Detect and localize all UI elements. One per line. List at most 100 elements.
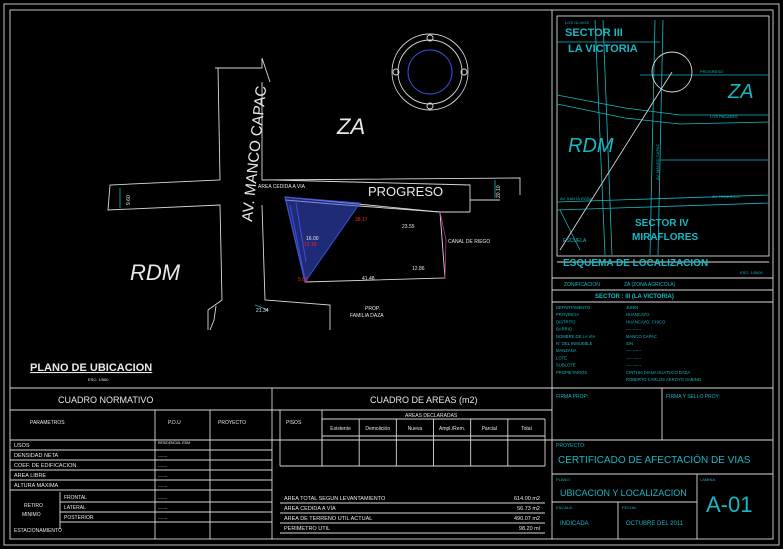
area-col-header: Total: [521, 426, 532, 432]
proyecto-value: CERTIFICADO DE AFECTACIÓN DE VIAS: [558, 453, 751, 466]
info-label: NOMBRE DE LA VIA: [556, 334, 596, 339]
dim-left: 15.16: [304, 242, 317, 248]
owner-label-2: FAMILIA DAZA: [350, 313, 384, 319]
estacionamiento: ESTACIONAMIENTO: [14, 528, 62, 534]
info-label: BARRIO: [556, 327, 573, 332]
firma-prop-label: FIRMA PROP:: [556, 394, 588, 400]
lamina-value: A-01: [706, 492, 752, 517]
street-progreso: PROGRESO: [368, 184, 443, 199]
outer-frame: [3, 3, 780, 546]
keymap-street-1: LOS OLIVOS: [565, 20, 589, 25]
dim-street-w5: 12.86: [412, 266, 425, 272]
area-total-value: 56.73 m2: [517, 506, 540, 512]
areas-title: CUADRO DE AREAS (m2): [370, 395, 478, 405]
info-value: CINTHIA DIANA HUATUCO DAZA: [626, 370, 690, 375]
keymap-sector-iii: SECTOR III: [565, 27, 623, 39]
usos-value: RESIDENCIAL RDM: [158, 441, 190, 445]
info-value: JUNIN: [626, 305, 638, 310]
normativo-blank: -------: [158, 473, 168, 478]
normativo-h-proyecto: PROYECTO: [218, 420, 246, 426]
areas-declaradas: AREAS DECLARADAS: [405, 413, 458, 419]
keymap-miraflores: MIRAFLORES: [632, 232, 698, 243]
escala-value: INDICADA: [560, 521, 589, 527]
normativo-blank: -------: [158, 495, 168, 500]
afectacion-label: AREA CEDIDA A VIA: [258, 184, 306, 190]
retiro-row-label: LATERAL: [64, 505, 86, 511]
dim-street-w3: 21.34: [256, 308, 269, 314]
info-value: ---- ------: [626, 363, 642, 368]
info-label: MANZANA: [556, 348, 577, 353]
zone-rdm-label: RDM: [130, 260, 181, 285]
dim-street-w1: 9.60: [126, 195, 132, 205]
area-total-label: AREA TOTAL SEGUN LEVANTAMIENTO: [284, 496, 386, 502]
keymap-street-3: AV. MANCO CAPAC: [655, 144, 660, 180]
keymap-street-2: PROGRESO: [700, 69, 723, 74]
normativo-row-label: ALTURA MAXIMA: [14, 483, 59, 489]
area-col-header: Existente: [330, 426, 351, 432]
keymap-rdm: RDM: [568, 135, 614, 157]
info-value: HUANCAYO: [626, 312, 650, 317]
normativo-h-pdu: P.D.U: [168, 420, 181, 426]
keymap-street-4: LOS PACAEES: [710, 114, 738, 119]
retiro-row-label: FRONTAL: [64, 495, 87, 501]
dim-street-w4: 16.00: [306, 236, 319, 242]
zone-za-label: ZA: [336, 114, 365, 139]
normativo-row-label: USOS: [14, 443, 30, 449]
info-value: ---- ------: [626, 327, 642, 332]
area-col-header: Parcial: [482, 426, 497, 432]
normativo-blank: -------: [158, 453, 168, 458]
keymap-sector-iv: SECTOR IV: [635, 218, 689, 229]
normativo-row-label: DENSIDAD NETA: [14, 453, 59, 459]
info-value: MANCO CAPAC: [626, 334, 657, 339]
key-map: [556, 15, 770, 263]
info-value: ---- ------: [626, 348, 642, 353]
normativo-title: CUADRO NORMATIVO: [58, 395, 153, 405]
info-value: HUANCAYO, CHICO: [626, 319, 666, 324]
plan-scale: ESC: 1/500: [88, 377, 109, 382]
normativo-blank: -------: [158, 515, 168, 520]
keymap-street-6: AV. FEDERICO: [712, 194, 740, 199]
plano-value: UBICACION Y LOCALIZACION: [560, 488, 687, 498]
ceded-area-hatch: [284, 196, 361, 284]
dim-top: 38.17: [355, 217, 368, 223]
dim-small: 5.08: [298, 277, 308, 283]
proyecto-label: PROYECTO:: [556, 443, 585, 449]
info-label: PROVINCIA: [556, 312, 579, 317]
keymap-title: ESQUEMA DE LOCALIZACION: [563, 258, 708, 269]
keymap-victoria: LA VICTORIA: [568, 43, 638, 55]
area-totals: AREA TOTAL SEGUN LEVANTAMIENTO 614.00 m2 A…: [280, 496, 545, 534]
area-total-label: AREA CEDIDA A VÍA: [284, 505, 336, 512]
area-total-value: 614.00 m2: [514, 496, 540, 502]
info-value: ROBERTO CARLOS ARROYO SABINO: [626, 377, 702, 382]
normativo-blank: -------: [158, 483, 168, 488]
street-manco-capac: AV. MANCO CAPAC: [239, 85, 270, 223]
keymap-scale: ESC: 1/5000: [740, 270, 763, 275]
keymap-street-5: AV. SANTA ROSA: [560, 196, 592, 201]
fecha-value: OCTUBRE DEL 2011: [626, 521, 684, 527]
normativo-h-param: PARAMETROS: [30, 420, 65, 426]
info-label: SUBLOTE: [556, 363, 576, 368]
areas-pisos: PISOS: [286, 420, 302, 426]
canal-label: CANAL DE RIEGO: [448, 239, 490, 245]
info-value: ---- ------: [626, 355, 642, 360]
area-col-header: Demolición: [365, 426, 390, 432]
area-total-value: 98.20 ml: [519, 526, 540, 532]
dim-street-w2: 20.10: [496, 185, 502, 198]
plano-label: PLANO:: [556, 477, 571, 482]
plan-title: PLANO DE UBICACION: [30, 362, 152, 374]
retiro-label-1: RETIRO: [24, 503, 43, 509]
area-total-value: 490.07 m2: [514, 516, 540, 522]
lamina-label: LAMINA:: [700, 477, 716, 482]
info-label: N° DEL INMUEBLE: [556, 341, 593, 346]
location-plan: [107, 33, 521, 331]
area-total-label: PERIMETRO UTIL: [284, 526, 330, 532]
keymap-street-7: ESCUELA: [563, 238, 587, 244]
keymap-za: ZA: [727, 81, 754, 103]
area-total-label: AREA DE TERRENO UTIL ACTUAL: [284, 516, 372, 522]
dim-bottom: 41.48: [362, 276, 375, 282]
zonificacion-value: ZA (ZONA AGRICOLA): [624, 282, 676, 288]
